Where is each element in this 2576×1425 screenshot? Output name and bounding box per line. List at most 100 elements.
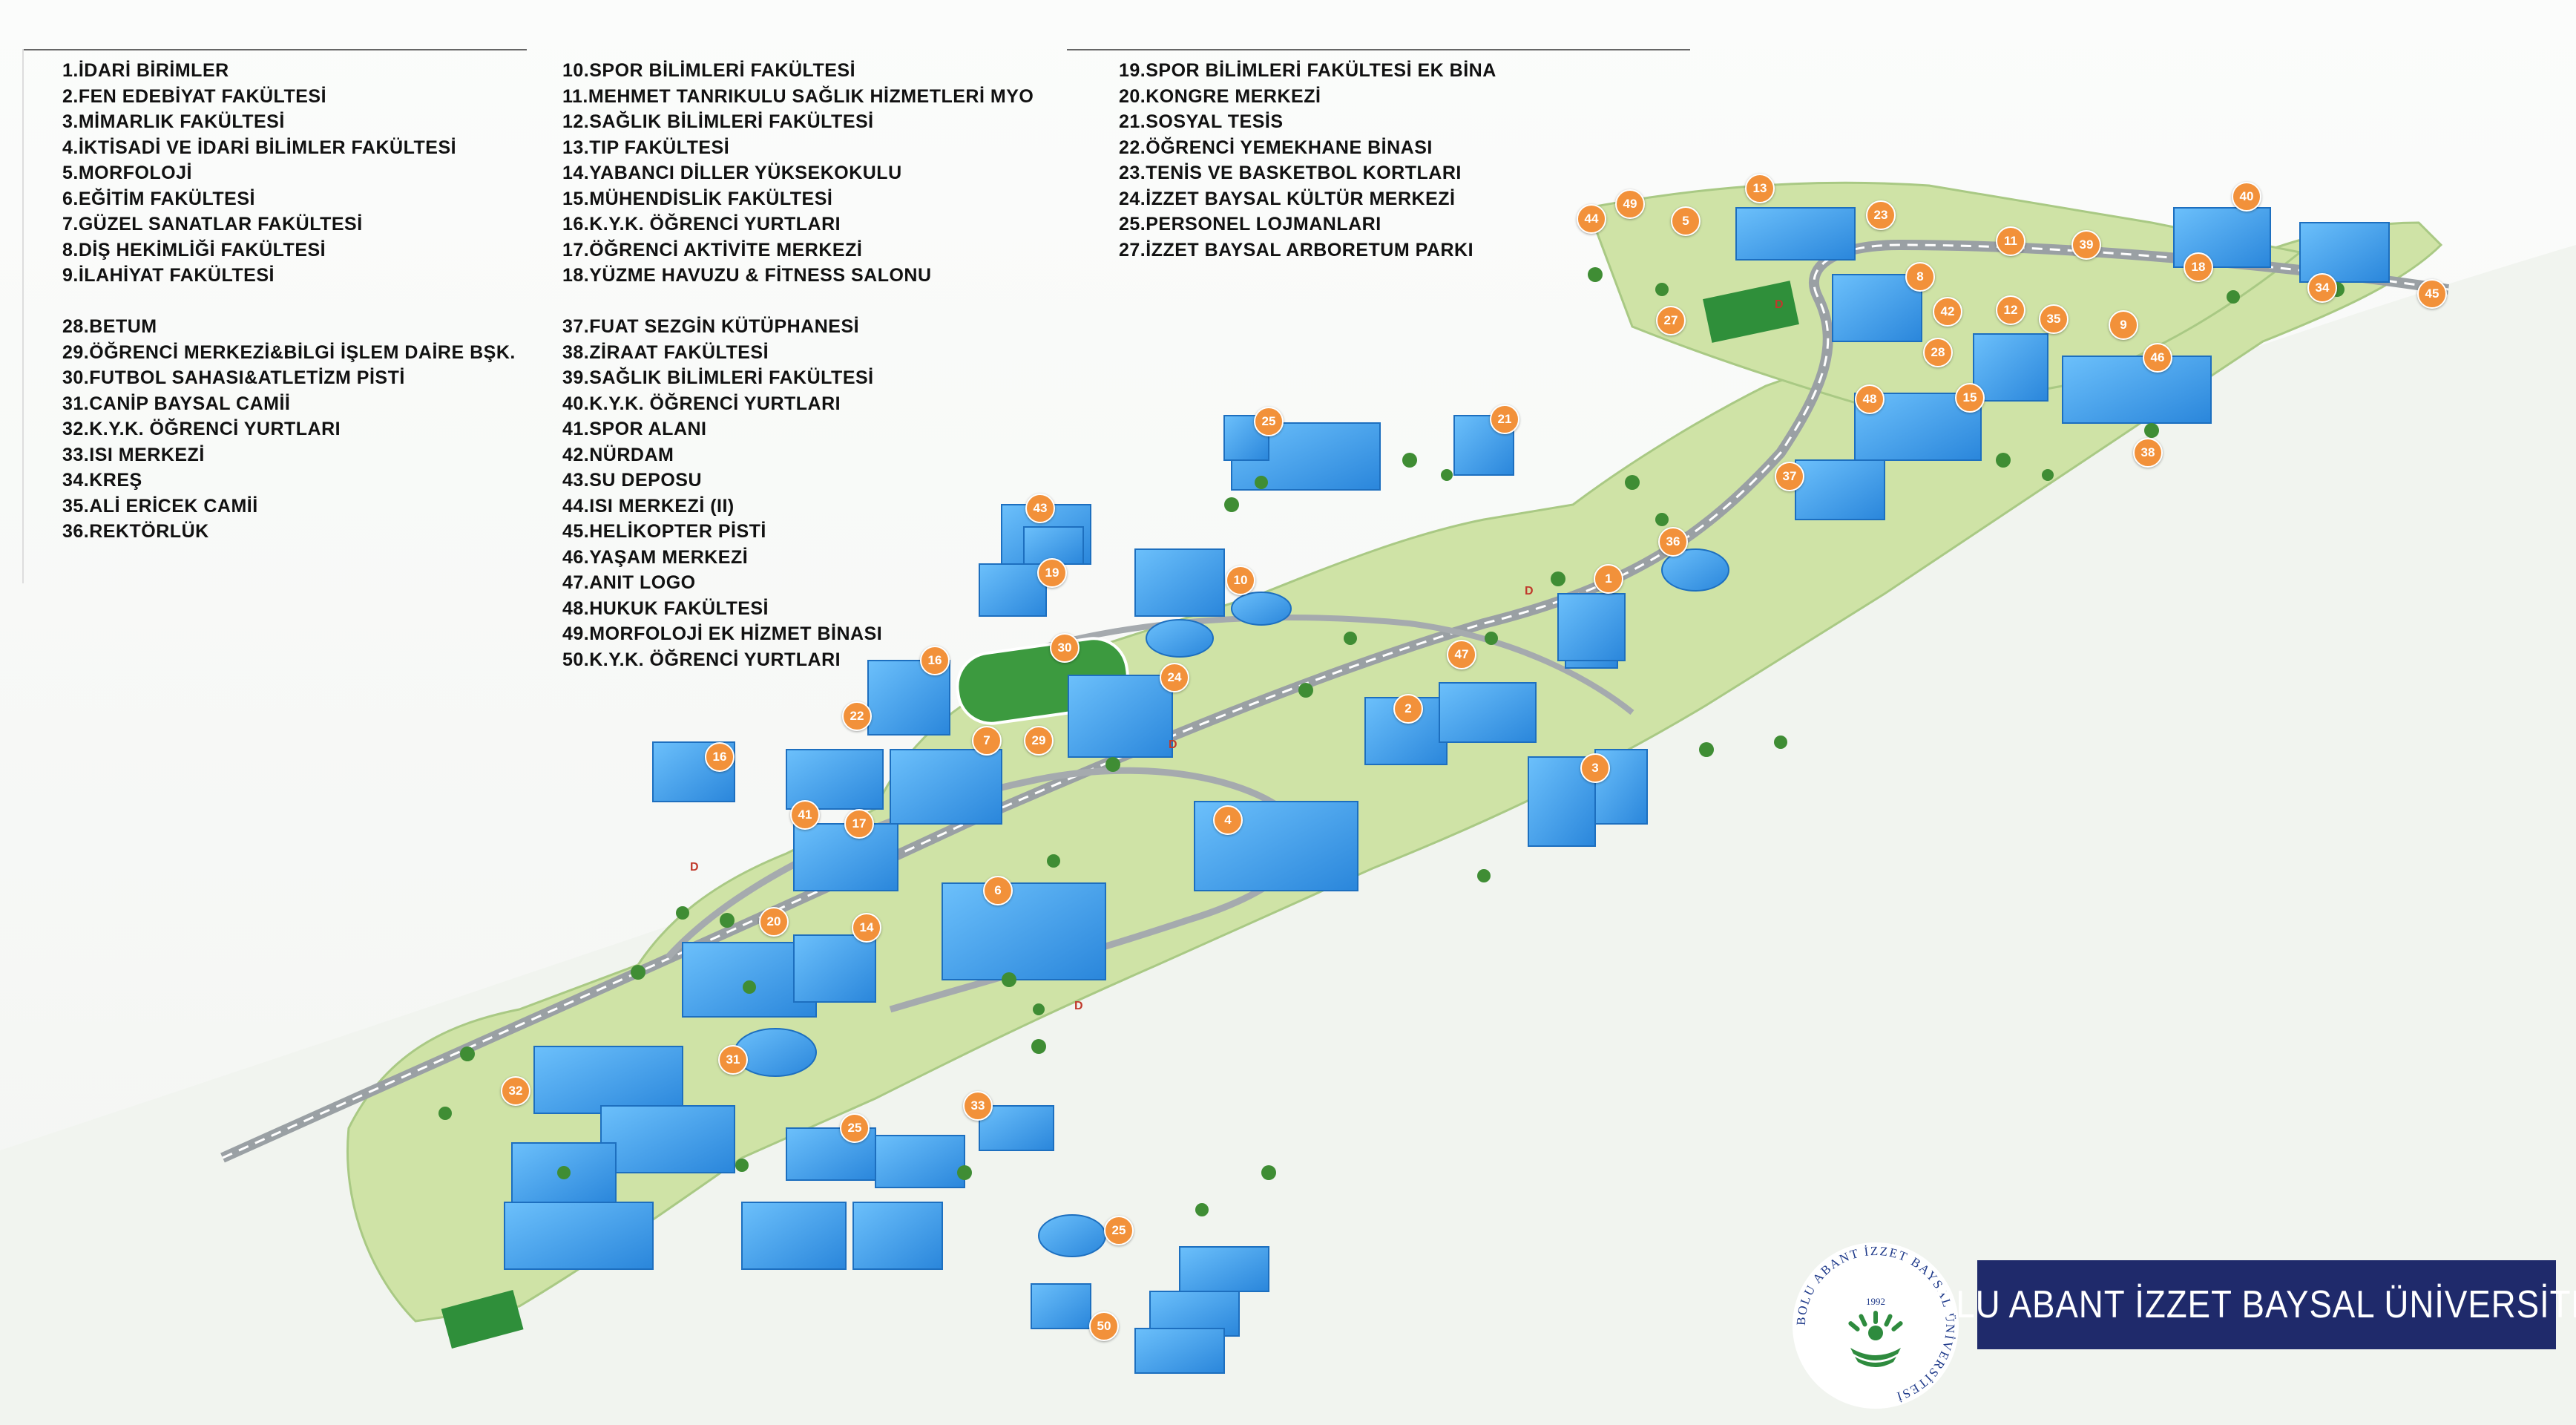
map-marker[interactable]: 32 — [501, 1076, 530, 1106]
map-marker[interactable]: 50 — [1089, 1311, 1119, 1341]
legend-column-c: 19.SPOR BİLİMLERİ FAKÜLTESİ EK BİNA 20.K… — [1119, 58, 1496, 263]
legend-item: 15.MÜHENDİSLİK FAKÜLTESİ — [562, 188, 833, 209]
legend-item: 32.K.Y.K. ÖĞRENCİ YURTLARI — [62, 419, 341, 439]
legend-item: 5.MORFOLOJİ — [62, 163, 192, 183]
map-marker[interactable]: 16 — [705, 742, 735, 772]
map-marker[interactable]: 21 — [1490, 404, 1519, 434]
map-marker[interactable]: 20 — [759, 907, 789, 937]
legend-item: 6.EĞİTİM FAKÜLTESİ — [62, 188, 255, 209]
legend-item: 1.İDARİ BİRİMLER — [62, 60, 229, 81]
map-marker[interactable]: 48 — [1855, 384, 1885, 414]
map-marker[interactable]: 14 — [852, 913, 881, 943]
map-marker[interactable]: 25 — [1254, 407, 1284, 436]
map-marker[interactable]: 47 — [1447, 640, 1476, 669]
map-marker[interactable]: 35 — [2039, 304, 2069, 334]
legend-vertical-rule — [22, 49, 24, 583]
legend-rule-left — [22, 49, 527, 50]
legend-item: 46.YAŞAM MERKEZİ — [562, 546, 749, 568]
legend-item: 7.GÜZEL SANATLAR FAKÜLTESİ — [62, 214, 363, 235]
map-marker[interactable]: 27 — [1656, 306, 1686, 335]
legend-item: 47.ANIT LOGO — [562, 572, 696, 593]
map-marker[interactable]: 22 — [842, 701, 872, 731]
map-marker[interactable]: 2 — [1393, 694, 1423, 724]
sports-court — [441, 1289, 524, 1349]
dome-36 — [1661, 548, 1729, 592]
map-marker[interactable]: 38 — [2133, 438, 2163, 468]
legend-item: 16.K.Y.K. ÖĞRENCİ YURTLARI — [562, 214, 841, 235]
map-marker[interactable]: 18 — [2184, 252, 2213, 282]
dome-10 — [1146, 619, 1214, 658]
map-marker[interactable]: 8 — [1905, 262, 1935, 292]
map-marker[interactable]: 46 — [2143, 343, 2172, 373]
map-marker[interactable]: 41 — [790, 800, 820, 830]
legend-item: 11.MEHMET TANRIKULU SAĞLIK HİZMETLERİ MY… — [562, 85, 1034, 107]
legend-item: 37.FUAT SEZGİN KÜTÜPHANESİ — [562, 316, 860, 337]
map-marker[interactable]: 13 — [1745, 174, 1775, 203]
map-marker[interactable]: 49 — [1615, 189, 1645, 219]
university-seal-logo: BOLU ABANT İZZET BAYSAL ÜNİVERSİTESİ 199… — [1793, 1242, 1959, 1409]
map-marker[interactable]: 29 — [1024, 726, 1054, 756]
legend-item: 21.SOSYAL TESİS — [1119, 111, 1284, 132]
map-marker[interactable]: 28 — [1923, 338, 1953, 367]
legend-item: 40.K.Y.K. ÖĞRENCİ YURTLARI — [562, 393, 841, 414]
legend-item: 17.ÖĞRENCİ AKTİVİTE MERKEZİ — [562, 239, 863, 261]
map-marker[interactable]: 6 — [983, 876, 1013, 905]
map-marker[interactable]: 15 — [1955, 383, 1985, 413]
dome-25 — [1038, 1214, 1106, 1257]
seal-emblem-icon — [1848, 1311, 1903, 1367]
legend-item: 44.ISI MERKEZİ (II) — [562, 495, 735, 517]
map-marker[interactable]: 37 — [1775, 462, 1804, 491]
legend-item: 29.ÖĞRENCİ MERKEZİ&BİLGİ İŞLEM DAİRE BŞK… — [62, 341, 516, 363]
map-marker[interactable]: 5 — [1671, 206, 1701, 236]
map-marker[interactable]: 12 — [1996, 295, 2025, 325]
map-marker[interactable]: 25 — [1104, 1216, 1134, 1245]
map-marker[interactable]: 39 — [2071, 230, 2101, 260]
legend-item: 27.İZZET BAYSAL ARBORETUM PARKI — [1119, 239, 1474, 261]
map-marker[interactable]: 31 — [718, 1045, 748, 1075]
map-marker[interactable]: 25 — [840, 1113, 870, 1143]
map-marker[interactable]: 19 — [1037, 558, 1067, 588]
map-marker[interactable]: 44 — [1577, 204, 1606, 234]
legend-item: 8.DİŞ HEKİMLİĞİ FAKÜLTESİ — [62, 239, 326, 261]
legend-item: 34.KREŞ — [62, 470, 142, 491]
legend-item: 24.İZZET BAYSAL KÜLTÜR MERKEZİ — [1119, 188, 1456, 209]
map-marker[interactable]: 42 — [1933, 297, 1962, 327]
map-marker[interactable]: 40 — [2232, 182, 2261, 212]
map-marker[interactable]: 34 — [2307, 273, 2337, 303]
d-mark: D — [1074, 1000, 1083, 1012]
map-marker[interactable]: 43 — [1025, 494, 1055, 523]
map-marker[interactable]: 45 — [2417, 279, 2447, 309]
map-marker[interactable]: 24 — [1160, 663, 1189, 692]
legend-item: 4.İKTİSADİ VE İDARİ BİLİMLER FAKÜLTESİ — [62, 137, 457, 158]
d-mark: D — [690, 861, 699, 874]
legend-item: 12.SAĞLIK BİLİMLERİ FAKÜLTESİ — [562, 111, 874, 132]
map-marker[interactable]: 4 — [1213, 805, 1243, 835]
map-marker[interactable]: 16 — [920, 646, 950, 675]
d-mark: D — [1775, 298, 1784, 311]
map-marker[interactable]: 3 — [1580, 753, 1610, 783]
trees — [438, 267, 2345, 1216]
map-marker[interactable]: 7 — [972, 726, 1002, 756]
legend-item: 45.HELİKOPTER PİSTİ — [562, 521, 766, 542]
map-marker[interactable]: 9 — [2109, 310, 2138, 340]
map-marker[interactable]: 17 — [844, 809, 874, 839]
legend-item: 10.SPOR BİLİMLERİ FAKÜLTESİ — [562, 60, 856, 81]
map-marker[interactable]: 23 — [1866, 200, 1896, 230]
legend-item: 28.BETUM — [62, 316, 157, 337]
map-marker[interactable]: 36 — [1658, 527, 1688, 557]
map-marker[interactable]: 10 — [1226, 566, 1255, 595]
legend-item: 36.REKTÖRLÜK — [62, 521, 209, 542]
map-marker[interactable]: 1 — [1594, 564, 1623, 594]
legend-item: 48.HUKUK FAKÜLTESİ — [562, 597, 769, 619]
legend-item: 33.ISI MERKEZİ — [62, 444, 205, 465]
legend-item: 23.TENİS VE BASKETBOL KORTLARI — [1119, 163, 1462, 183]
map-marker[interactable]: 33 — [963, 1091, 993, 1121]
legend-item: 31.CANİP BAYSAL CAMİİ — [62, 393, 291, 414]
university-name-banner: BOLU ABANT İZZET BAYSAL ÜNİVERSİTESİ — [1905, 1260, 2576, 1349]
seal-year: 1992 — [1866, 1296, 1885, 1307]
map-marker[interactable]: 30 — [1050, 633, 1080, 663]
map-marker[interactable]: 11 — [1996, 226, 2025, 256]
legend-item: 13.TIP FAKÜLTESİ — [562, 137, 730, 158]
